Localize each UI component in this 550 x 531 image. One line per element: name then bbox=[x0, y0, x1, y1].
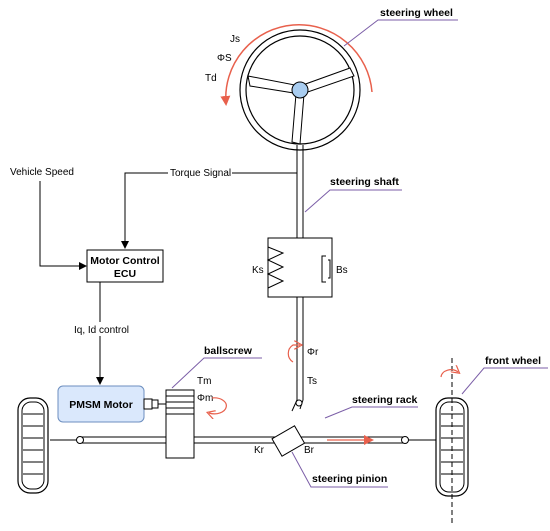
steering-wheel-label: steering wheel bbox=[380, 7, 453, 19]
motor-coupling bbox=[143, 398, 166, 410]
phi-r-symbol: Φr bbox=[307, 347, 319, 358]
ks-symbol: Ks bbox=[252, 265, 264, 276]
steering-wheel-leader bbox=[343, 19, 458, 47]
torque-signal-line bbox=[121, 172, 297, 249]
phi-r-rotation-arrow bbox=[287, 345, 300, 363]
vehicle-speed-label: Vehicle Speed bbox=[10, 167, 74, 178]
phi-m-symbol: Φm bbox=[197, 393, 213, 404]
torque-signal-label: Torque Signal bbox=[170, 168, 231, 179]
wheel-rotation-arrow bbox=[220, 24, 373, 106]
js-symbol: Js bbox=[230, 34, 240, 45]
spring-damper-block bbox=[266, 237, 333, 298]
steering-wheel bbox=[239, 29, 361, 151]
motor-control-ecu-box bbox=[86, 249, 164, 283]
front-wheel-rotation-arrow bbox=[440, 370, 458, 378]
steering-shaft-leader bbox=[304, 189, 402, 213]
ecu-label-line1: Motor Control bbox=[90, 255, 159, 267]
tm-symbol: Tm bbox=[197, 376, 211, 387]
phi-m-rotation-arrow bbox=[209, 397, 227, 414]
phi-s-symbol: ΦS bbox=[217, 53, 232, 64]
iq-id-control-label: Iq, Id control bbox=[74, 325, 129, 336]
ts-symbol: Ts bbox=[307, 376, 317, 387]
steering-pinion bbox=[271, 399, 306, 457]
steering-rack bbox=[50, 436, 440, 444]
ballscrew bbox=[165, 389, 195, 459]
kr-symbol: Kr bbox=[254, 445, 265, 456]
steering-shaft-label: steering shaft bbox=[330, 176, 399, 188]
front-wheel-label: front wheel bbox=[485, 355, 541, 367]
ballscrew-label: ballscrew bbox=[204, 345, 253, 357]
td-symbol: Td bbox=[205, 73, 217, 84]
steering-wheel-hub bbox=[291, 81, 309, 99]
bs-symbol: Bs bbox=[336, 265, 348, 276]
steering-pinion-leader bbox=[291, 451, 388, 488]
vehicle-speed-line bbox=[39, 181, 87, 270]
left-wheel bbox=[17, 397, 49, 494]
steering-rack-label: steering rack bbox=[352, 394, 418, 406]
front-wheel-leader bbox=[461, 367, 548, 395]
steering-pinion-label: steering pinion bbox=[312, 473, 387, 485]
ballscrew-leader bbox=[171, 357, 262, 389]
steering-rack-leader bbox=[324, 406, 418, 419]
pmsm-motor-label: PMSM Motor bbox=[69, 399, 133, 411]
br-symbol: Br bbox=[304, 445, 315, 456]
ecu-label-line2: ECU bbox=[114, 268, 136, 280]
